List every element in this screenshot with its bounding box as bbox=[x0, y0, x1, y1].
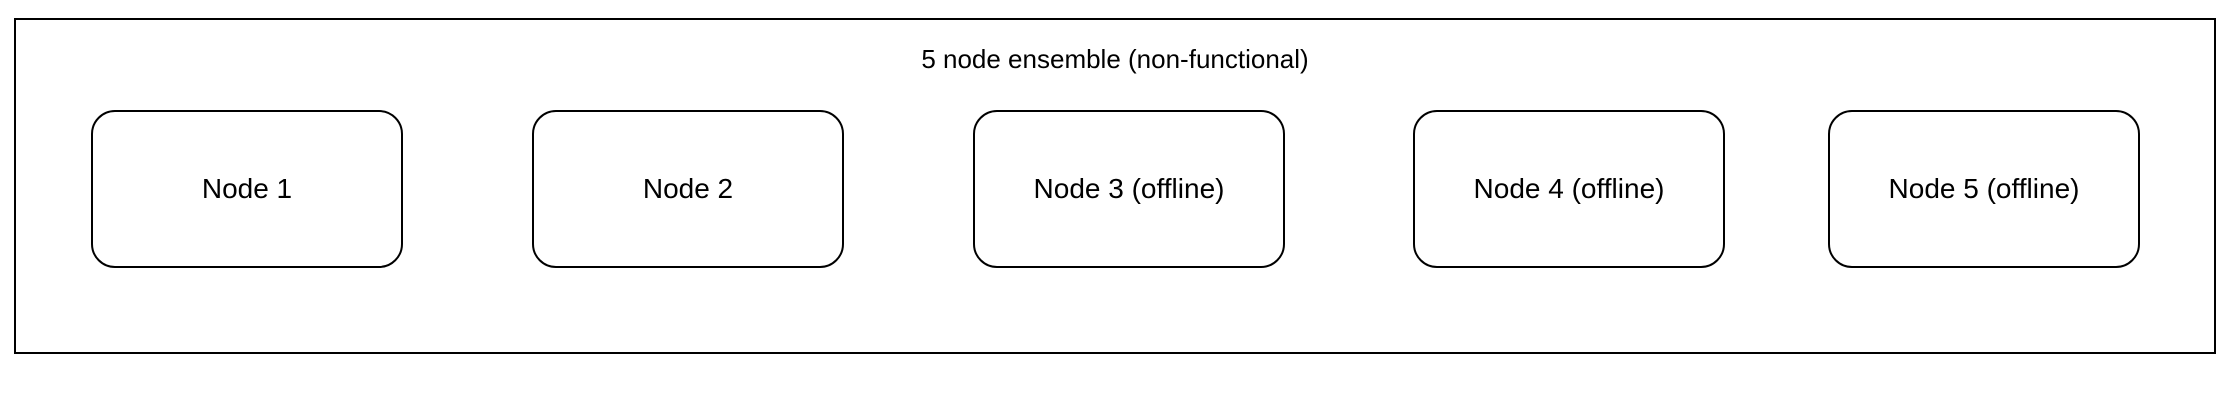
node-2-label: Node 2 bbox=[642, 173, 734, 204]
node-3-label: Node 3 (offline) bbox=[1033, 173, 1225, 204]
node-4-label: Node 4 (offline) bbox=[1473, 173, 1665, 204]
node-4-box: Node 4 (offline) bbox=[1413, 110, 1725, 268]
node-5-box: Node 5 (offline) bbox=[1828, 110, 2140, 268]
node-2-box: Node 2 bbox=[532, 110, 844, 268]
node-1-box: Node 1 bbox=[91, 110, 403, 268]
ensemble-title: 5 node ensemble (non-functional) bbox=[921, 44, 1309, 74]
node-5-label: Node 5 (offline) bbox=[1888, 173, 2080, 204]
node-1-label: Node 1 bbox=[201, 173, 293, 204]
ensemble-container: 5 node ensemble (non-functional) Node 1 … bbox=[14, 18, 2216, 354]
node-3-box: Node 3 (offline) bbox=[973, 110, 1285, 268]
